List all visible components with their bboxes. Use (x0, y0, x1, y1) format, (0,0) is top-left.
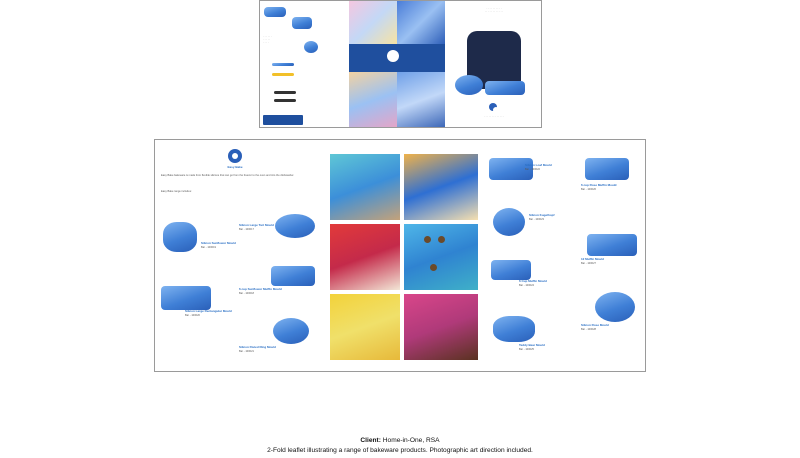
sunflower-mould-image (163, 222, 197, 252)
product-code: Bar - 100020 (185, 313, 200, 317)
product-code: Bar - 100022 (525, 167, 540, 171)
product-code: Bar - 100027 (581, 261, 596, 265)
range-heading: Easy Bake range includes: (161, 190, 192, 193)
outer-left-panel: · · · · · ·· · · · ·· · · · (260, 1, 320, 127)
product-rose-muffin: 6 cup Rose Muffin Mould Bar - 100026 (581, 183, 631, 191)
rose-muffin-image (585, 158, 629, 180)
muffin-mould-image (491, 260, 531, 280)
photo-muffin-tray (404, 224, 478, 290)
outer-back-panel: · · · · · · · · · ·· · · · · · · · · · ·… (445, 1, 541, 127)
photo-tomato-starter (330, 224, 400, 290)
kugelhopf-image (493, 208, 525, 236)
small-loaf-tray (292, 17, 312, 29)
product-name: Silicon Kugelhopf (529, 213, 555, 217)
collage-top-left (349, 1, 397, 44)
product-loaf: Silicon Loaf Mould Bar - 100022 (525, 163, 569, 171)
inner-photo-grid (330, 154, 478, 360)
project-description: 2-Fold leaflet illustrating a range of b… (267, 447, 533, 454)
cover-logo-icon (387, 50, 399, 62)
product-name: 6 cup Rose Muffin Mould (581, 183, 617, 187)
product-name: Silicon Sunflower Mould (201, 241, 236, 245)
product-name: 6 Cup Muffin Mould (519, 279, 547, 283)
product-sunflower: Silicon Sunflower Mould Bar - 100019 (201, 241, 257, 249)
teddy-bear-image (493, 316, 535, 342)
collage-top-right (397, 1, 445, 44)
brush-dark (274, 91, 296, 94)
product-name: Silicon Rose Mould (581, 323, 609, 327)
product-tart: Silicon Large Tart Mould Bar - 100017 (239, 223, 283, 231)
brand-logo-icon (228, 149, 242, 163)
photo-loaf (330, 154, 400, 220)
product-name: Teddy Bear Mould (519, 343, 545, 347)
twelve-muffin-image (587, 234, 637, 256)
collage-bottom-right (397, 72, 445, 127)
client-caption: Client: Home-in-One, RSA (0, 437, 800, 444)
rose-mould-image (595, 292, 635, 322)
back-footer-text: · · · · · · · · · · · · · (484, 115, 504, 118)
product-code: Bar - 100018 (239, 291, 254, 295)
collage-bottom-left (349, 72, 397, 127)
spatula (272, 63, 294, 66)
product-name: Silicon Fluted Ring Mould (239, 345, 276, 349)
product-muffin: 6 Cup Muffin Mould Bar - 100024 (519, 279, 569, 287)
back-ring-mould (455, 75, 483, 95)
product-code: Bar - 100019 (201, 245, 216, 249)
photo-tartlets (330, 294, 400, 360)
brand-name: Easy Bake (227, 165, 243, 169)
product-twelve-muffin: 12 Muffin Mould Bar - 100027 (581, 257, 631, 265)
client-label: Client: (360, 437, 381, 444)
leaflet-outer-spread: · · · · · ·· · · · ·· · · · · · · · · · … (259, 0, 542, 128)
product-name: Silicon Large Tart Mould (239, 223, 274, 227)
photo-chocolate-cake (404, 294, 478, 360)
outer-flower-mould (304, 41, 318, 53)
sunflower-muffin-image (271, 266, 315, 286)
tart-mould-image (275, 214, 315, 238)
brush-dark-2 (274, 99, 296, 102)
product-code: Bar - 100024 (519, 283, 534, 287)
product-fluted-ring: Silicon Fluted Ring Mould Bar - 100021 (239, 345, 299, 353)
loaf-mould-image (489, 158, 533, 180)
product-sunflower-muffin: 6 cup Sunflower Muffin Mould Bar - 10001… (239, 287, 299, 295)
leaflet-inner-spread: Easy Bake Easy Bake bakeware is made fro… (154, 139, 646, 372)
product-name: 12 Muffin Mould (581, 257, 604, 261)
intro-text: Easy Bake bakeware is made from flexible… (161, 174, 295, 177)
product-rectangular: Silicon Large Rectangular Mould Bar - 10… (185, 309, 245, 317)
product-code: Bar - 100023 (529, 217, 544, 221)
product-name: Silicon Large Rectangular Mould (185, 309, 232, 313)
fluted-ring-image (273, 318, 309, 344)
photo-kugelhopf (404, 154, 478, 220)
product-rose: Silicon Rose Mould Bar - 100028 (581, 323, 631, 331)
muffin-3 (430, 264, 437, 271)
small-muffin-tray (264, 7, 286, 17)
outer-photo-collage (349, 1, 445, 127)
product-code: Bar - 100028 (581, 327, 596, 331)
back-logo-icon (489, 103, 499, 113)
product-code: Bar - 100025 (519, 347, 534, 351)
outer-left-text: · · · · · ·· · · · ·· · · · (263, 35, 272, 45)
product-name: Silicon Loaf Mould (525, 163, 552, 167)
outer-bottom-box (263, 115, 303, 125)
inner-right-panel: Silicon Loaf Mould Bar - 100022 Silicon … (485, 140, 645, 371)
back-loaf-mould (485, 81, 525, 95)
product-teddy-bear: Teddy Bear Mould Bar - 100025 (519, 343, 569, 351)
product-name: 6 cup Sunflower Muffin Mould (239, 287, 282, 291)
muffin-2 (438, 236, 445, 243)
collage-cover-band (349, 44, 445, 72)
product-code: Bar - 100021 (239, 349, 254, 353)
back-panel-text: · · · · · · · · · ·· · · · · · · · · · ·… (484, 7, 504, 14)
inner-left-panel: Easy Bake Easy Bake bakeware is made fro… (155, 140, 330, 371)
client-name: Home-in-One, RSA (380, 437, 440, 444)
product-kugelhopf: Silicon Kugelhopf Bar - 100023 (529, 213, 573, 221)
muffin-1 (424, 236, 431, 243)
product-code: Bar - 100017 (239, 227, 254, 231)
brush-yellow (272, 73, 294, 76)
rectangular-mould-image (161, 286, 211, 310)
product-code: Bar - 100026 (581, 187, 596, 191)
